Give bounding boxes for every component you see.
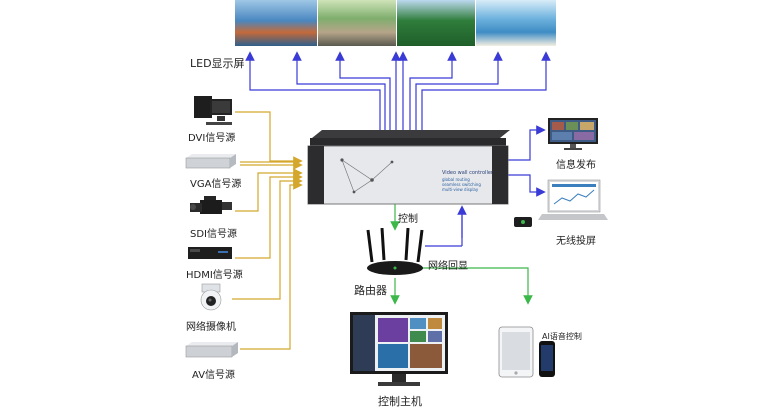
controller-panel-title: Video wall controller — [442, 170, 493, 176]
av-box-icon — [184, 340, 240, 360]
phone-icon — [538, 340, 556, 378]
hdmi-box-icon — [186, 245, 236, 263]
dome-camera-icon — [196, 282, 226, 314]
laptop-icon — [538, 178, 608, 222]
controller-panel-line-3: multi-view display — [442, 187, 479, 192]
source-label-ipcam: 网络摄像机 — [186, 322, 236, 333]
source-label-sdi: SDI信号源 — [190, 229, 237, 240]
led-screen-2 — [318, 0, 396, 46]
led-screen-4 — [476, 0, 556, 46]
source-label-av: AV信号源 — [192, 370, 236, 381]
right-label-wireless: 无线投屏 — [556, 236, 596, 247]
ai-label: AI语音控制 — [542, 332, 582, 341]
source-label-dvi: DVI信号源 — [188, 133, 236, 144]
router-label: 路由器 — [354, 284, 387, 297]
controller-panel-line-1: global routing — [442, 177, 470, 182]
vga-box-icon — [184, 152, 238, 170]
led-screen-3 — [397, 0, 475, 46]
led-wall-label: LED显示屏 — [190, 57, 245, 70]
source-label-hdmi: HDMI信号源 — [186, 270, 243, 281]
link-label-echo: 网络回显 — [428, 261, 468, 272]
source-label-vga: VGA信号源 — [190, 179, 242, 190]
right-label-info: 信息发布 — [556, 160, 596, 171]
led-screen-1 — [235, 0, 317, 46]
tablet-icon — [498, 326, 534, 378]
controller-panel-line-2: seamless switching — [442, 182, 481, 187]
router-icon — [364, 227, 426, 278]
control-host-monitor-icon — [348, 310, 450, 390]
monitor-icon — [546, 116, 600, 152]
desktop-pc-icon — [192, 94, 236, 128]
control-host-label: 控制主机 — [378, 395, 422, 408]
video-wall-controller: Video wall controller global routing sea… — [302, 130, 510, 205]
camcorder-icon — [190, 196, 234, 220]
link-label-control: 控制 — [398, 214, 418, 225]
wireless-dongle-icon — [512, 214, 534, 228]
